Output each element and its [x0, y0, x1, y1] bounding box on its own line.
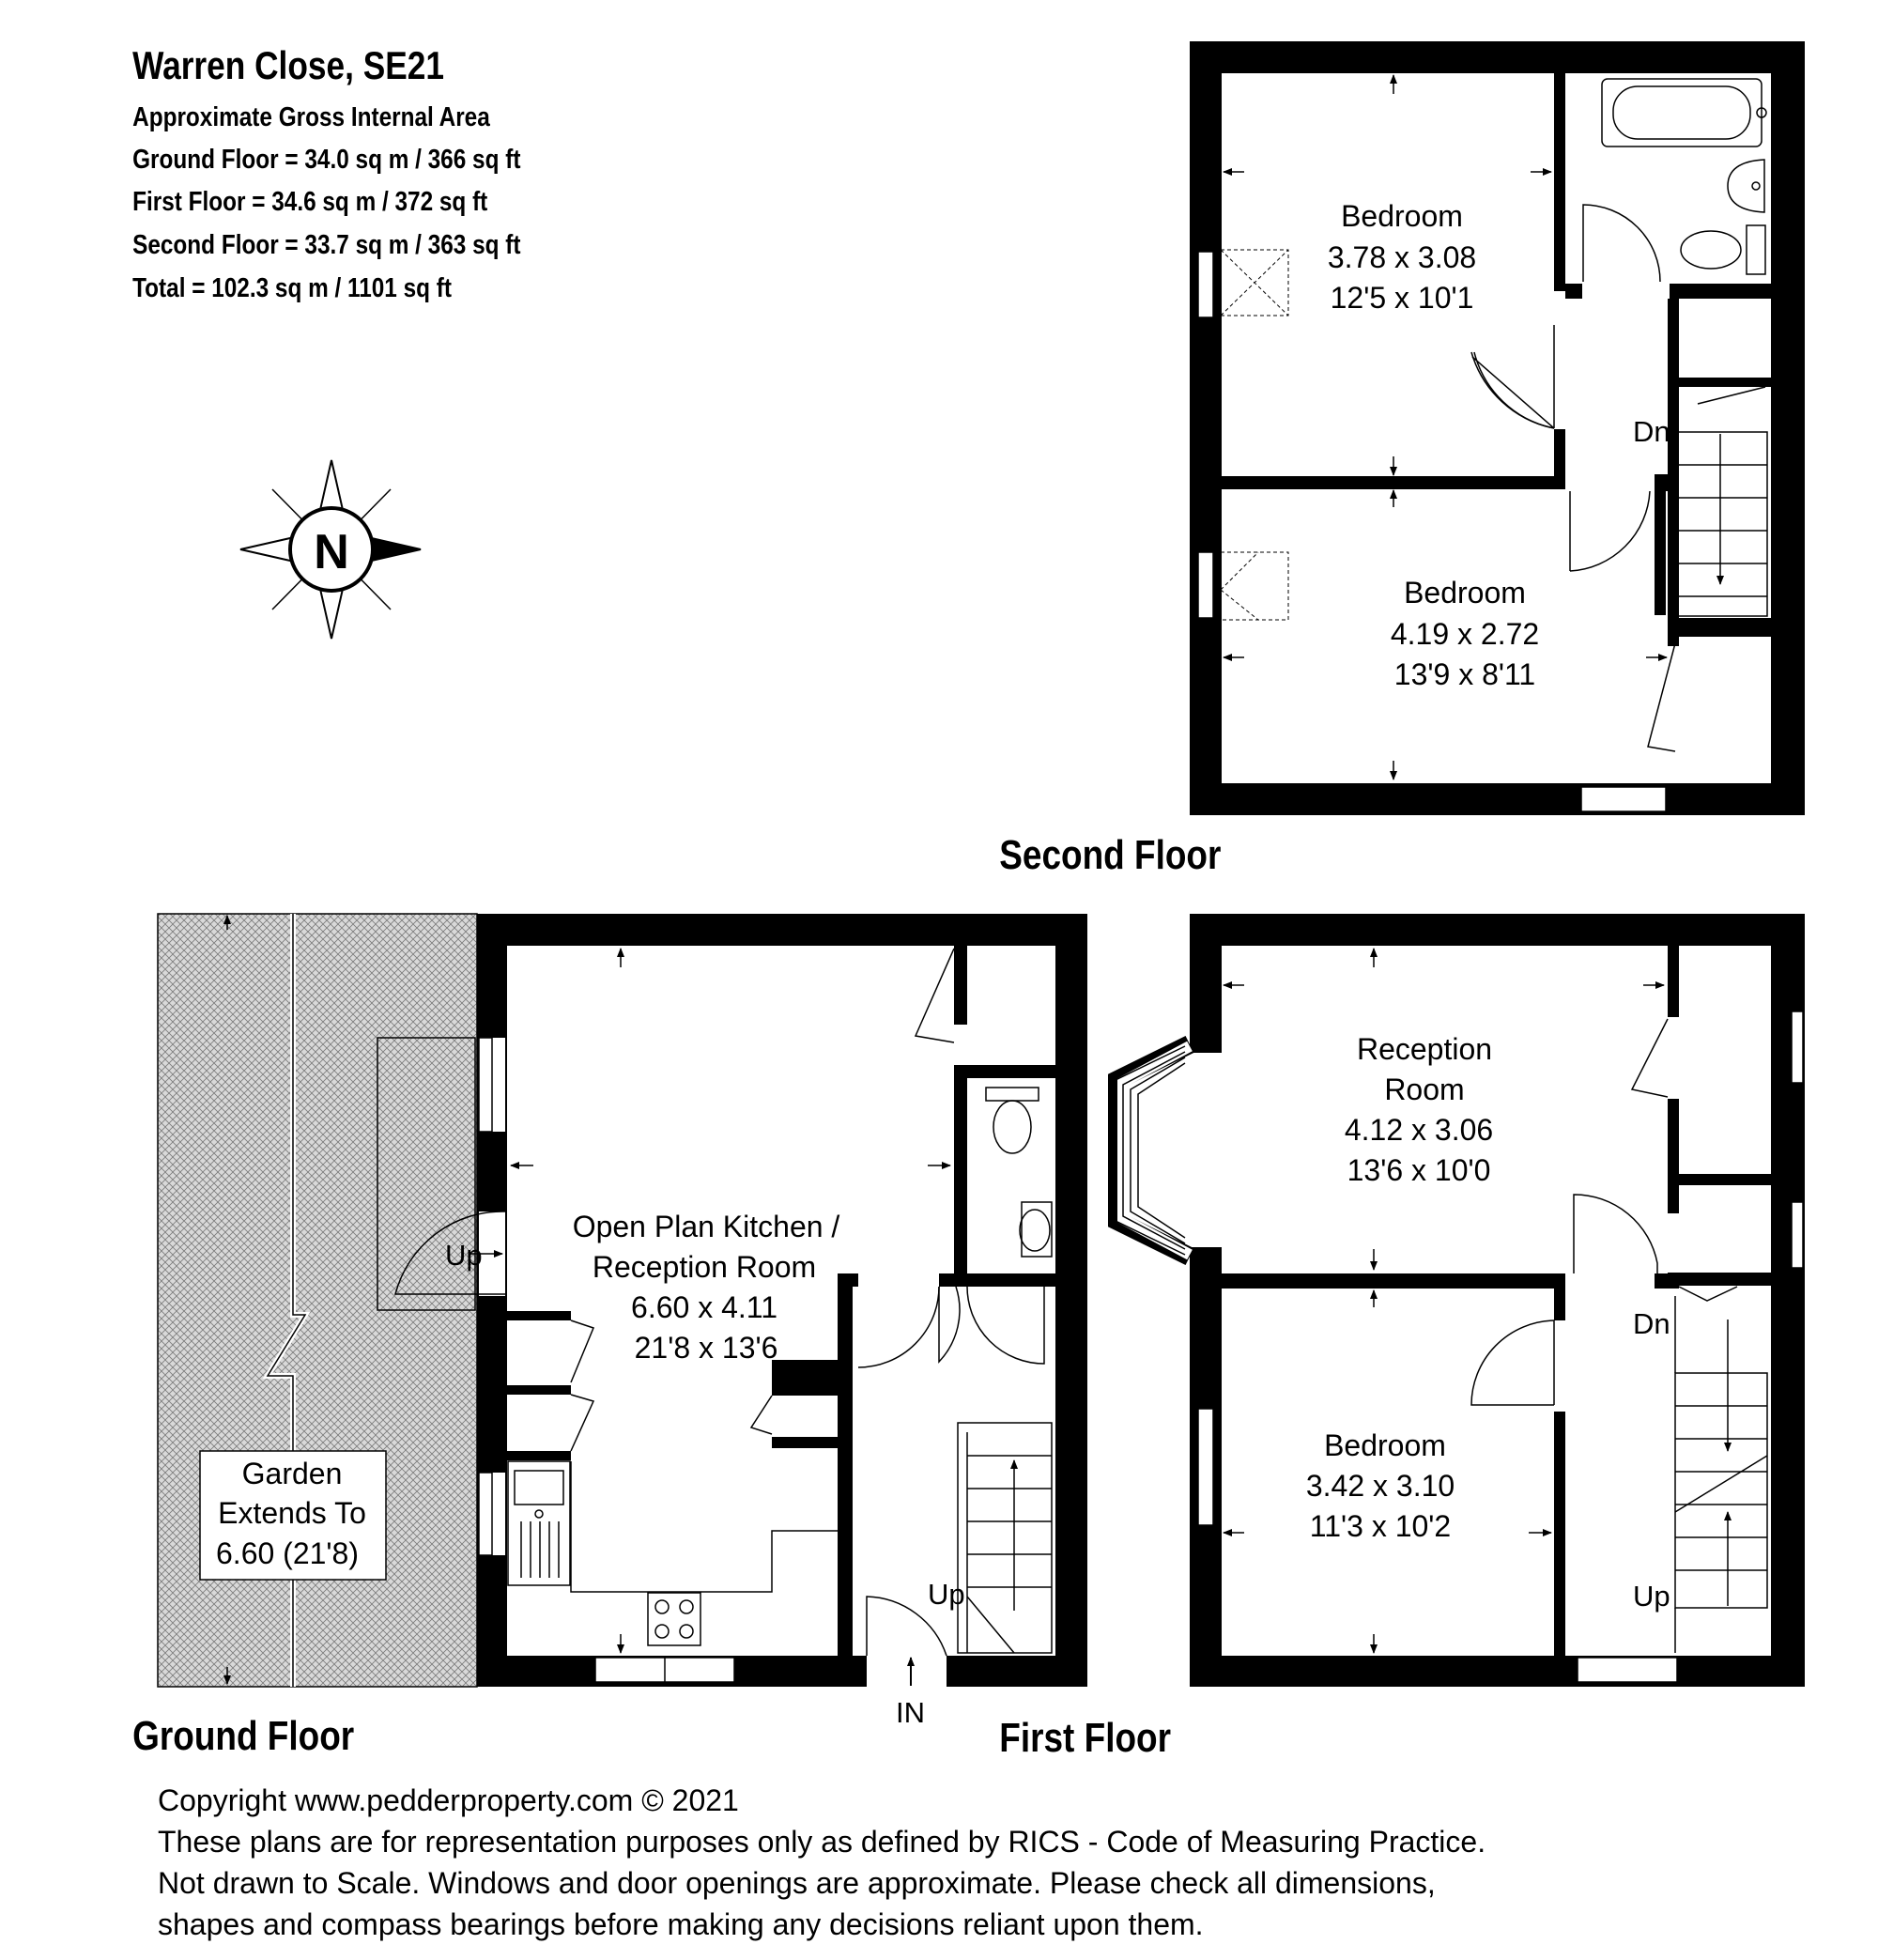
- disclaimer-line-3: shapes and compass bearings before makin…: [158, 1907, 1204, 1941]
- garden-label-2: Extends To: [218, 1496, 366, 1530]
- second-floor-area: Second Floor = 33.7 sq m / 363 sq ft: [132, 229, 520, 259]
- reception-metric: 4.12 x 3.06: [1345, 1113, 1493, 1147]
- first-bedroom-imperial: 11'3 x 10'2: [1310, 1509, 1451, 1543]
- total-area: Total = 102.3 sq m / 1101 sq ft: [132, 272, 452, 302]
- compass-icon: N: [239, 459, 422, 640]
- disclaimer-line-2: Not drawn to Scale. Windows and door ope…: [158, 1866, 1436, 1900]
- kitchen-name-1: Open Plan Kitchen /: [573, 1210, 840, 1243]
- garden-step-up-label: Up: [445, 1239, 483, 1272]
- second-bedroom2-metric: 4.19 x 2.72: [1391, 617, 1539, 651]
- kitchen-metric: 6.60 x 4.11: [631, 1290, 777, 1324]
- disclaimer-line-1: These plans are for representation purpo…: [158, 1825, 1485, 1859]
- ground-floor-plan: Garden Extends To 6.60 (21'8) Up: [132, 913, 1087, 1759]
- ground-stairs-up-label: Up: [928, 1578, 965, 1611]
- reception-name-2: Room: [1384, 1073, 1464, 1106]
- first-bedroom-metric: 3.42 x 3.10: [1306, 1469, 1455, 1503]
- kitchen-imperial: 21'8 x 13'6: [635, 1331, 778, 1365]
- first-floor-stairs: [1674, 1296, 1768, 1653]
- garden-label-1: Garden: [242, 1457, 343, 1490]
- second-bedroom1-name: Bedroom: [1341, 199, 1463, 233]
- disclaimer: Copyright www.pedderproperty.com © 2021 …: [158, 1783, 1485, 1941]
- garden-area: Garden Extends To 6.60 (21'8): [157, 913, 478, 1688]
- kitchen-name-2: Reception Room: [593, 1250, 816, 1284]
- first-stairs-down-label: Dn: [1633, 1307, 1670, 1340]
- copyright-line: Copyright www.pedderproperty.com © 2021: [158, 1783, 739, 1817]
- reception-name-1: Reception: [1357, 1032, 1492, 1066]
- garden-label-3: 6.60 (21'8): [216, 1536, 359, 1570]
- first-floor-title: First Floor: [999, 1714, 1171, 1761]
- property-title: Warren Close, SE21: [132, 44, 444, 88]
- first-bedroom-name: Bedroom: [1324, 1428, 1446, 1462]
- second-floor-stairs: [1676, 431, 1768, 617]
- ground-floor-area: Ground Floor = 34.0 sq m / 366 sq ft: [132, 144, 520, 174]
- first-floor-plan: Dn Up Reception Room 4.12 x 3.06 13'6 x …: [999, 914, 1805, 1761]
- entrance-label: IN: [896, 1696, 925, 1729]
- second-floor-title: Second Floor: [999, 831, 1221, 878]
- first-stairs-up-label: Up: [1633, 1580, 1670, 1613]
- area-summary: Warren Close, SE21 Approximate Gross Int…: [132, 44, 520, 302]
- first-floor-area: First Floor = 34.6 sq m / 372 sq ft: [132, 186, 487, 216]
- reception-imperial: 13'6 x 10'0: [1347, 1153, 1491, 1187]
- area-subtitle: Approximate Gross Internal Area: [132, 101, 491, 131]
- second-stairs-down-label: Dn: [1633, 415, 1670, 448]
- second-bedroom2-name: Bedroom: [1404, 576, 1526, 610]
- second-bedroom1-metric: 3.78 x 3.08: [1328, 240, 1476, 274]
- second-floor-plan: Bedroom 3.78 x 3.08 12'5 x 10'1 Bedroom …: [999, 41, 1805, 878]
- second-bedroom2-imperial: 13'9 x 8'11: [1394, 657, 1535, 691]
- compass-north-label: N: [314, 525, 349, 579]
- ground-floor-title: Ground Floor: [132, 1712, 354, 1759]
- second-bedroom1-imperial: 12'5 x 10'1: [1331, 281, 1474, 315]
- ground-floor-stairs: [957, 1422, 1053, 1654]
